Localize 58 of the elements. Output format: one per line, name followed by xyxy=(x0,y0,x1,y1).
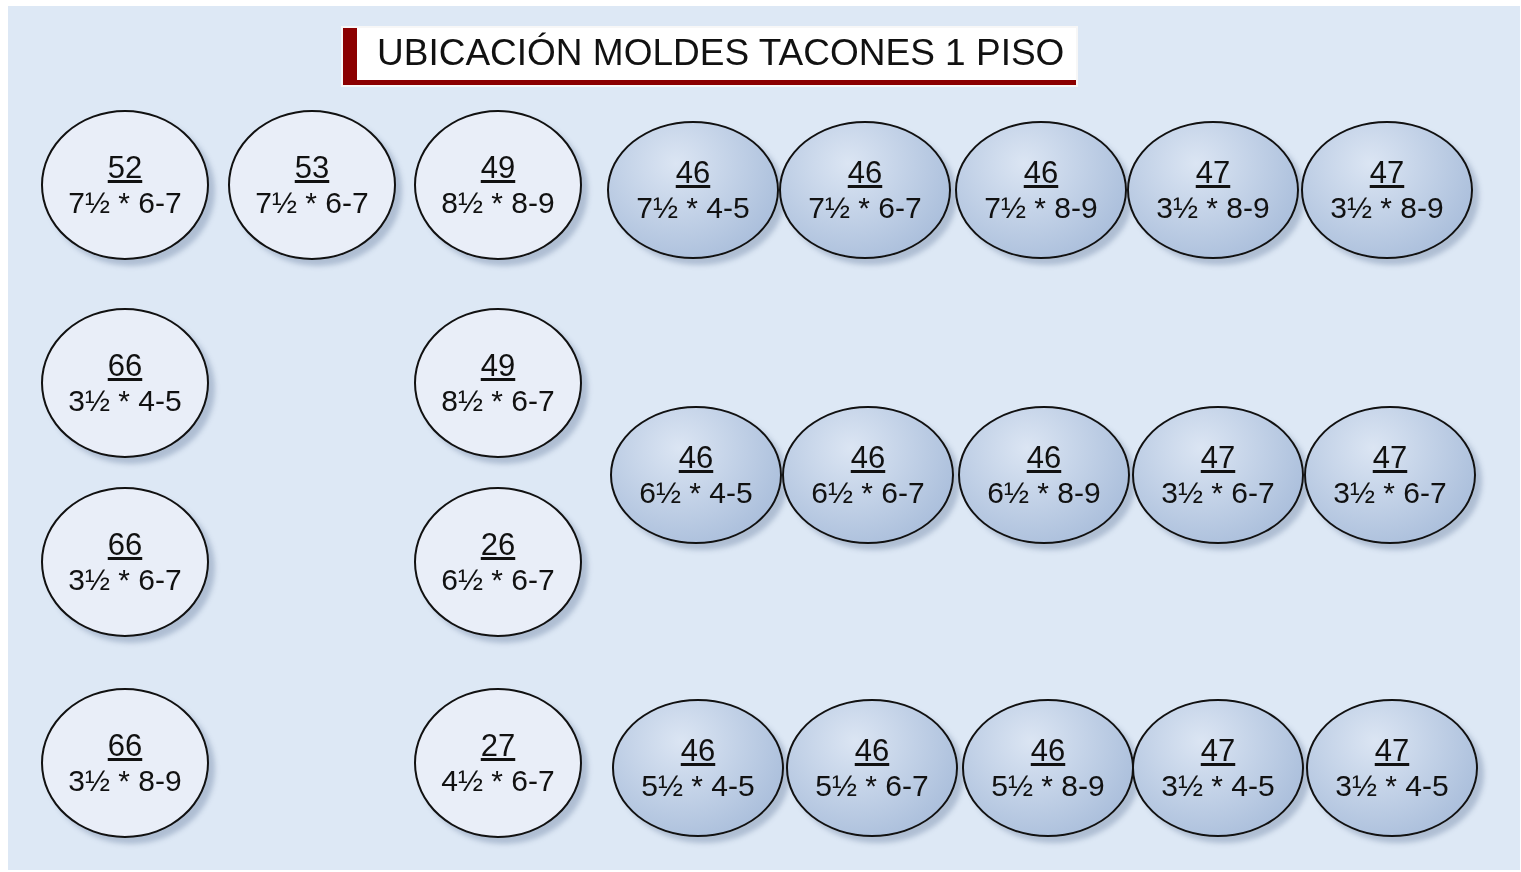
mold-number: 46 xyxy=(1026,440,1062,476)
size-label: 3½ * 6-7 xyxy=(1161,476,1275,510)
mold-number: 27 xyxy=(480,728,516,764)
title: UBICACIÓN MOLDES TACONES 1 PISO xyxy=(343,28,1077,85)
mold-number: 66 xyxy=(107,527,143,563)
mold-number: 49 xyxy=(480,150,516,186)
size-label: 5½ * 6-7 xyxy=(815,769,929,803)
size-label: 6½ * 4-5 xyxy=(639,476,753,510)
size-label: 3½ * 6-7 xyxy=(1333,476,1447,510)
size-label: 3½ * 8-9 xyxy=(68,764,182,798)
mold-number: 66 xyxy=(107,348,143,384)
mold-number: 47 xyxy=(1200,733,1236,769)
mold-number: 47 xyxy=(1369,155,1405,191)
mold-circle xyxy=(1306,699,1478,837)
size-label: 8½ * 8-9 xyxy=(441,186,555,220)
size-label: 6½ * 8-9 xyxy=(987,476,1101,510)
mold-number: 52 xyxy=(107,150,143,186)
size-label: 3½ * 6-7 xyxy=(68,563,182,597)
mold-number: 66 xyxy=(107,728,143,764)
mold-circle xyxy=(1132,699,1304,837)
size-label: 3½ * 8-9 xyxy=(1156,191,1270,225)
mold-circle xyxy=(1127,121,1299,259)
mold-circle xyxy=(1301,121,1473,259)
size-label: 3½ * 4-5 xyxy=(68,384,182,418)
mold-number: 47 xyxy=(1200,440,1236,476)
mold-number: 49 xyxy=(480,348,516,384)
mold-number: 46 xyxy=(1023,155,1059,191)
mold-number: 46 xyxy=(1030,733,1066,769)
mold-number: 46 xyxy=(680,733,716,769)
mold-number: 53 xyxy=(294,150,330,186)
size-label: 5½ * 4-5 xyxy=(641,769,755,803)
size-label: 4½ * 6-7 xyxy=(441,764,555,798)
mold-circle xyxy=(1132,406,1304,544)
size-label: 7½ * 6-7 xyxy=(68,186,182,220)
mold-circle xyxy=(786,699,958,837)
size-label: 3½ * 4-5 xyxy=(1335,769,1449,803)
size-label: 7½ * 8-9 xyxy=(984,191,1098,225)
size-label: 7½ * 6-7 xyxy=(808,191,922,225)
mold-circle xyxy=(1304,406,1476,544)
mold-number: 46 xyxy=(678,440,714,476)
mold-number: 46 xyxy=(675,155,711,191)
size-label: 7½ * 4-5 xyxy=(636,191,750,225)
size-label: 3½ * 4-5 xyxy=(1161,769,1275,803)
size-label: 6½ * 6-7 xyxy=(811,476,925,510)
size-label: 8½ * 6-7 xyxy=(441,384,555,418)
size-label: 5½ * 8-9 xyxy=(991,769,1105,803)
mold-circle xyxy=(779,121,951,259)
mold-number: 46 xyxy=(854,733,890,769)
mold-number: 46 xyxy=(850,440,886,476)
size-label: 6½ * 6-7 xyxy=(441,563,555,597)
mold-number: 47 xyxy=(1372,440,1408,476)
mold-number: 46 xyxy=(847,155,883,191)
size-label: 7½ * 6-7 xyxy=(255,186,369,220)
mold-number: 47 xyxy=(1195,155,1231,191)
mold-number: 47 xyxy=(1374,733,1410,769)
mold-number: 26 xyxy=(480,527,516,563)
size-label: 3½ * 8-9 xyxy=(1330,191,1444,225)
mold-circle xyxy=(782,406,954,544)
